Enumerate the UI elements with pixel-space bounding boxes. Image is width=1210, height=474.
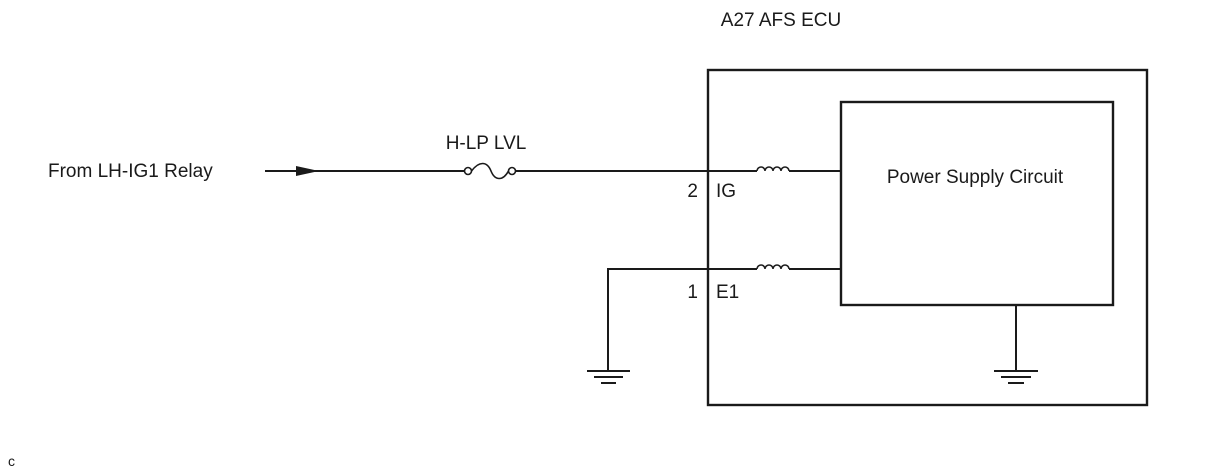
pin-2-connector-coil — [756, 166, 790, 172]
internal-ground-icon — [994, 370, 1038, 384]
power-supply-circuit-block — [839, 100, 1115, 307]
pin-1-connector-coil — [756, 264, 790, 270]
e1-ground-wire — [607, 268, 757, 370]
ecu-outline — [706, 68, 1149, 407]
external-ground-icon — [587, 370, 630, 384]
corner-mark: c — [8, 453, 15, 469]
ecu-title: A27 AFS ECU — [721, 10, 841, 31]
pin-1-name: E1 — [716, 282, 739, 303]
pin-1-number: 1 — [687, 282, 698, 303]
fuse-h-lp-lvl — [463, 162, 517, 180]
power-supply-circuit-label: Power Supply Circuit — [887, 167, 1064, 188]
pin-2-name: IG — [716, 181, 736, 202]
source-label: From LH-IG1 Relay — [48, 161, 213, 182]
pin-2-number: 2 — [687, 181, 698, 202]
fuse-label: H-LP LVL — [446, 133, 527, 154]
